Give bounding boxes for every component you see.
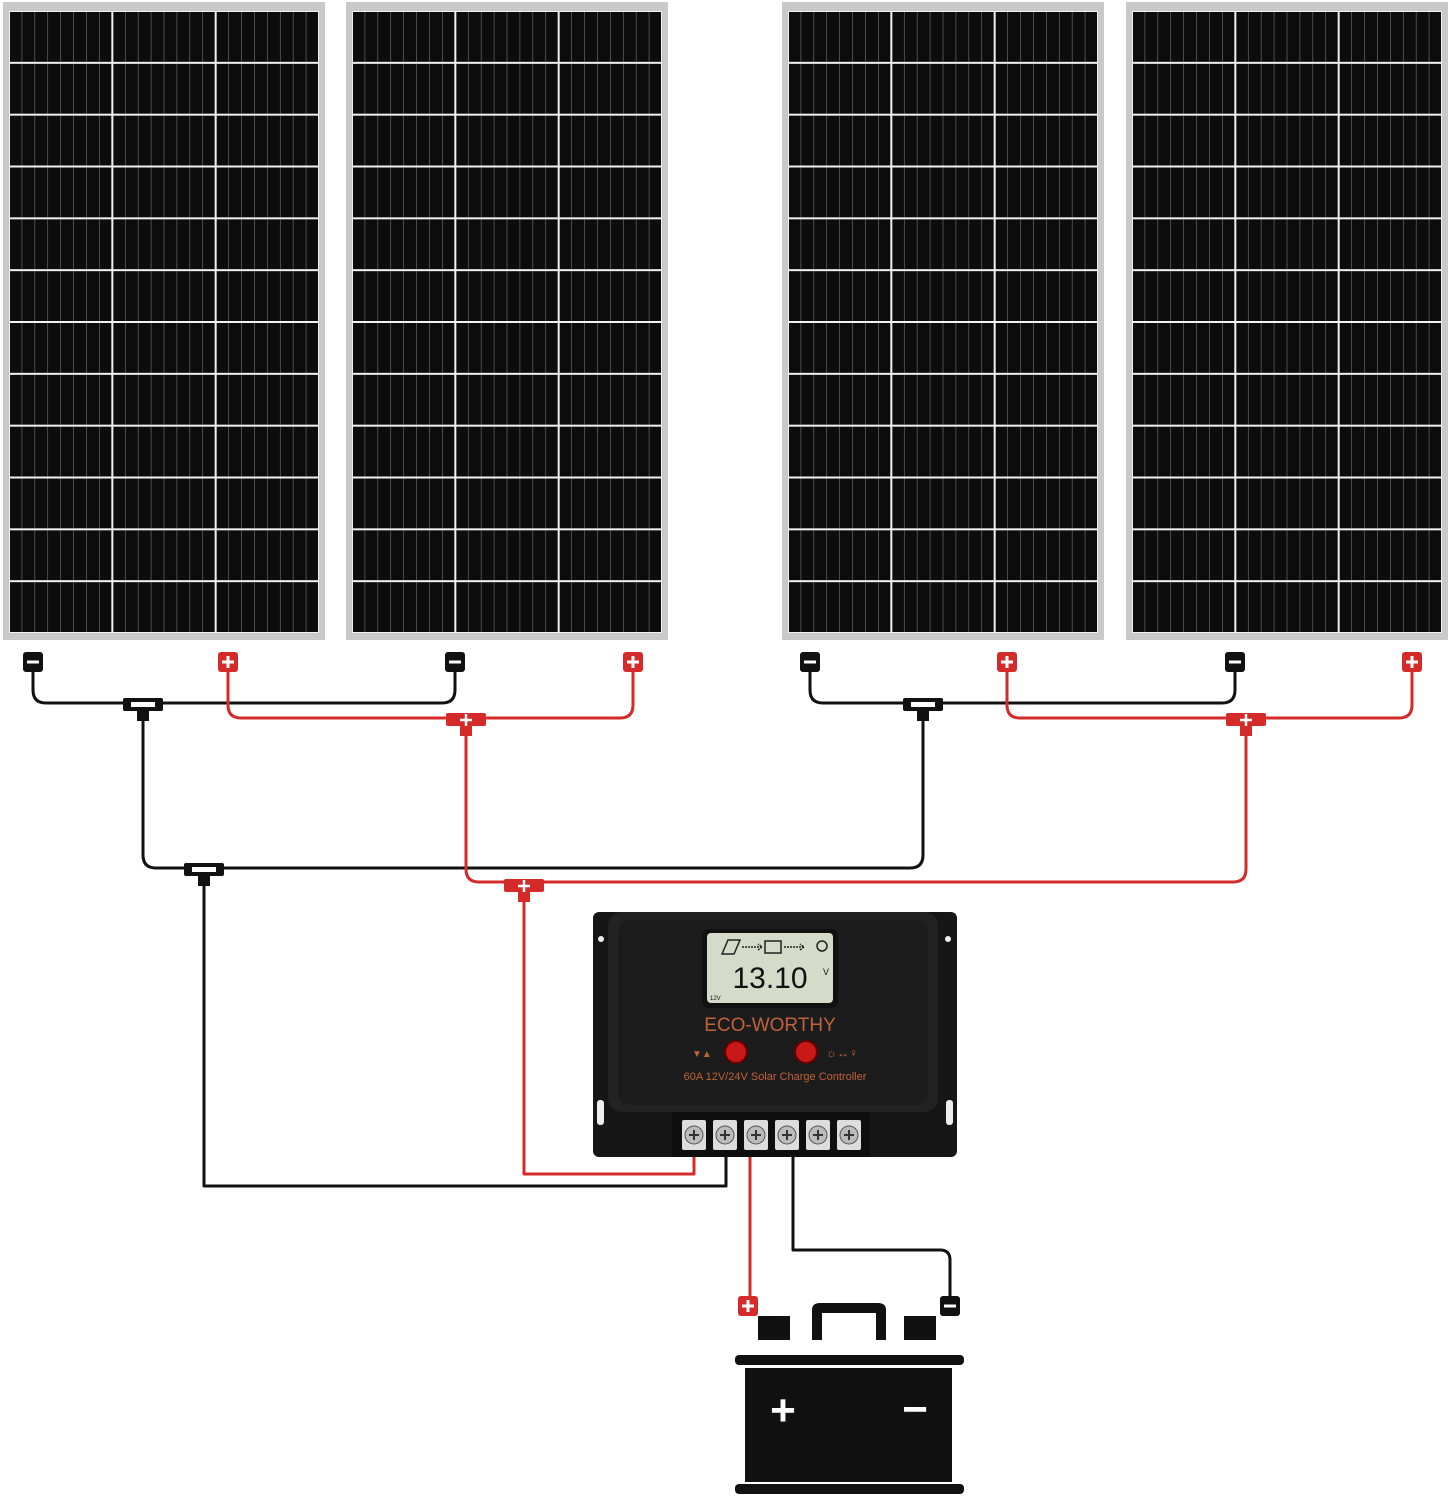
solar-panel-2: [346, 2, 668, 640]
up-down-arrows-icon: ▼▲: [692, 1049, 712, 1060]
solar-panels: [3, 2, 1448, 640]
solar-panel-3: [782, 2, 1104, 640]
negative-branch-connector: [903, 698, 943, 721]
negative-connector: [800, 652, 820, 672]
battery: + −: [735, 1303, 964, 1494]
battery-negative-symbol: −: [902, 1385, 928, 1434]
terminals: [682, 1120, 861, 1150]
charge-controller: 13.10 V 12V ECO-WORTHY ▼▲ ☼↔♀ 60A 12V/24…: [593, 912, 957, 1157]
positive-branch-connector: [504, 879, 544, 902]
negative-wire: [791, 1155, 952, 1296]
positive-wire: [464, 728, 1248, 884]
lcd-screen: [707, 933, 833, 1003]
lcd-reading: 13.10: [732, 962, 807, 995]
lcd-unit: V: [823, 967, 829, 977]
positive-wire: [226, 670, 635, 720]
positive-connector: [623, 652, 643, 672]
terminal-screw: [682, 1120, 706, 1150]
lcd-flow-icons: [720, 939, 828, 955]
wires: [31, 670, 1414, 1296]
battery-handle: [812, 1303, 886, 1340]
arrow-icon: [784, 943, 807, 951]
negative-wire: [808, 670, 1237, 705]
terminal-screw: [806, 1120, 830, 1150]
negative-wire: [31, 670, 457, 705]
negative-connector: [23, 652, 43, 672]
terminal-screw: [713, 1120, 737, 1150]
load-button[interactable]: [794, 1040, 818, 1064]
battery-negative-connector: [940, 1296, 960, 1316]
positive-branch-connector: [446, 713, 486, 736]
model-label: 60A 12V/24V Solar Charge Controller: [684, 1071, 867, 1083]
negative-connector: [445, 652, 465, 672]
negative-branch-connector: [184, 863, 224, 886]
positive-branch-connector: [1226, 713, 1266, 736]
brand-label: ECO-WORTHY: [704, 1015, 836, 1036]
load-light-icon: ☼↔♀: [826, 1046, 858, 1060]
negative-wire: [202, 878, 728, 1188]
lcd-system-voltage: 12V: [710, 996, 721, 1002]
terminal-screw: [744, 1120, 768, 1150]
setting-button[interactable]: [724, 1040, 748, 1064]
terminal-screw: [775, 1120, 799, 1150]
battery-positive-symbol: +: [770, 1386, 796, 1435]
battery-positive-connector: [738, 1296, 758, 1316]
positive-wire: [522, 893, 696, 1176]
positive-connector: [997, 652, 1017, 672]
positive-connector: [218, 652, 238, 672]
bulb-icon: [816, 940, 828, 952]
positive-connector: [1402, 652, 1422, 672]
solar-icon: [720, 939, 742, 955]
battery-icon: [764, 940, 782, 954]
connectors: [23, 652, 1422, 1316]
solar-panel-1: [3, 2, 325, 640]
terminal-screw: [837, 1120, 861, 1150]
negative-connector: [1225, 652, 1245, 672]
negative-branch-connector: [123, 698, 163, 721]
positive-wire: [1005, 670, 1414, 720]
solar-panel-4: [1126, 2, 1448, 640]
negative-wire: [141, 712, 925, 870]
arrow-icon: [742, 943, 765, 951]
